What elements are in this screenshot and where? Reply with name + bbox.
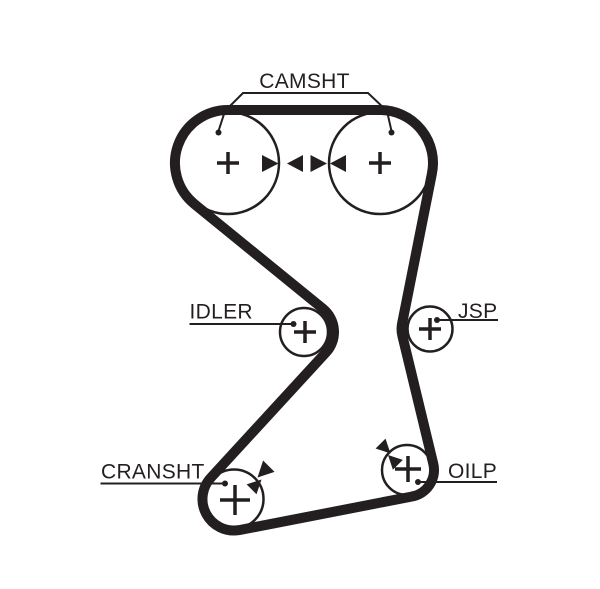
oil-pump-callout: OILP [415,460,497,485]
arrow-down-right-icon [375,438,391,454]
arrow-down-left-icon [257,460,275,478]
arrow-up-left-icon [388,455,403,470]
leader-dot [215,129,222,136]
idler-plus-mark [294,321,316,343]
camshaft-right-leader-line [386,110,393,132]
leader-dot [415,479,421,485]
oil-pump-label: OILP [448,460,497,483]
crankshaft-timing-arrows [246,460,275,495]
camshaft-left-leader-line [217,110,226,132]
arrow-right-icon [310,155,327,172]
jsp-plus-mark [419,318,441,340]
idler-label: IDLER [190,301,253,324]
camshaft-timing-arrows [262,155,346,172]
camshaft-label: CAMSHT [259,70,349,93]
camshaft-right-plus-mark [369,152,391,174]
pulley-center-marks [217,152,441,515]
oil-pump-plus-mark [395,456,421,482]
crankshaft-label: CRANSHT [101,461,205,484]
leader-dot [290,321,297,327]
idler-callout: IDLER [189,301,297,327]
leader-dot [222,480,228,487]
arrow-left-icon [330,155,346,172]
leader-dot [388,129,395,136]
camshaft-bracket [224,92,388,112]
camshaft-left-plus-mark [217,152,239,174]
crankshaft-callout: CRANSHT [100,461,228,487]
timing-belt [169,105,439,536]
arrow-up-right-icon [246,479,262,495]
arrow-right-icon [262,155,279,172]
crankshaft-plus-mark [220,485,250,515]
arrow-left-icon [287,155,303,172]
jsp-callout: JSP [434,300,498,323]
jsp-label: JSP [458,300,497,323]
camshaft-callout: CAMSHT [215,70,395,136]
leader-dot [434,317,440,323]
oil-pump-timing-arrows [375,438,403,470]
